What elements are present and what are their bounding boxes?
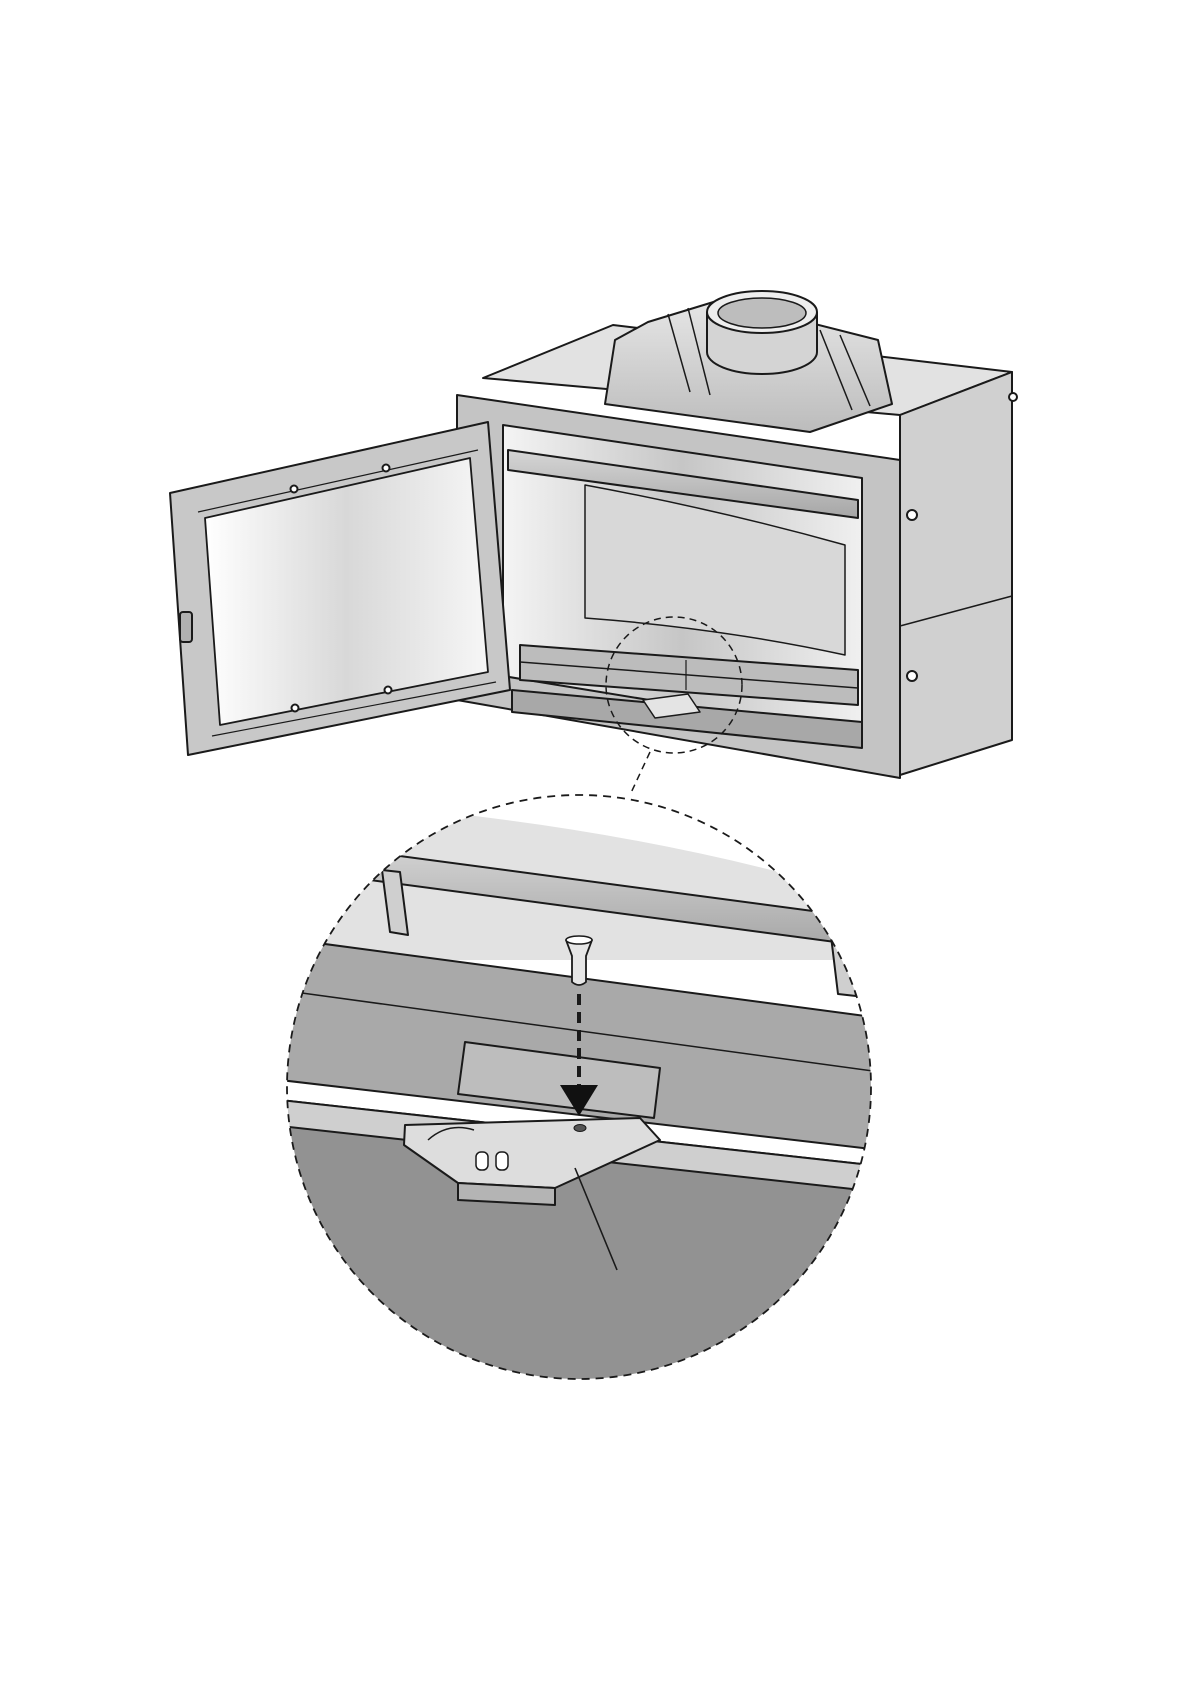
fireplace-insert (457, 291, 1017, 778)
screw-hole (574, 1125, 586, 1132)
detail-leader (630, 752, 650, 795)
side-panel (900, 372, 1012, 775)
open-door (170, 422, 510, 755)
door-handle (180, 612, 192, 642)
magnified-detail (280, 790, 880, 1390)
